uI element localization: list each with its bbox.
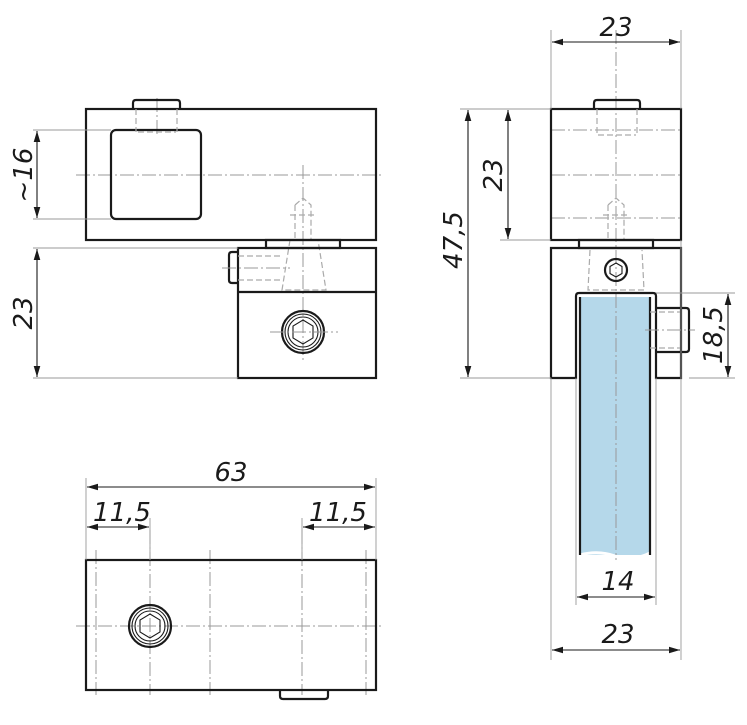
dim-total-height: 47,5 [439,211,469,269]
dim-bottom-width: 23 [601,620,634,650]
dim-right-offset: 11,5 [309,498,367,528]
dim-window-height: ~16 [9,148,39,203]
dim-slot-depth: 18,5 [699,306,729,364]
bottom-view: 63 11,5 11,5 [76,458,384,701]
dim-upper-height: 23 [479,158,509,191]
front-view: ~16 23 [9,98,384,380]
dim-top-width: 23 [599,13,632,43]
hex-socket-screw-icon [127,603,173,649]
dim-length: 63 [214,458,247,488]
dim-lower-height: 23 [9,296,39,329]
dim-glass-thickness: 14 [601,567,634,597]
glass-panel [580,297,650,555]
dim-left-offset: 11,5 [93,498,151,528]
side-view: 23 47,5 23 18,5 14 23 [439,13,735,660]
